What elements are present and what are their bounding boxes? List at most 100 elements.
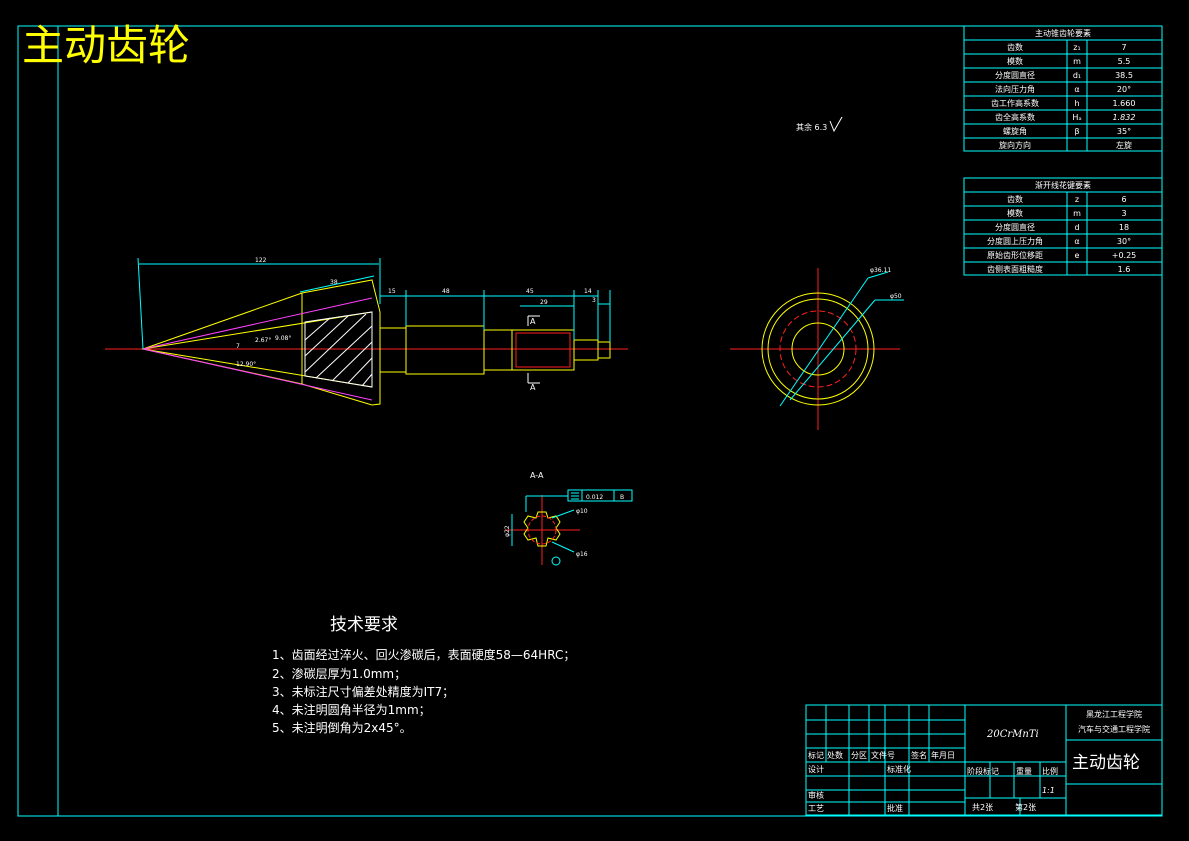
tol-value: 0.012 xyxy=(586,494,603,501)
dim-15: 15 xyxy=(388,288,396,295)
tb-design: 设计 xyxy=(808,764,824,774)
tb-label: 年月日 xyxy=(931,750,955,760)
tech-req-item: 1、齿面经过淬火、回火渗碳后，表面硬度58—64HRC； xyxy=(272,647,575,662)
gear-section-hatch xyxy=(304,311,373,388)
spline-row-value: 3 xyxy=(1121,209,1126,218)
tb-label: 签名 xyxy=(911,750,927,760)
dim-phi-10: φ10 xyxy=(576,508,588,515)
gear-row-symbol: Hₐ xyxy=(1072,113,1081,122)
gear-row-value: 5.5 xyxy=(1118,57,1131,66)
spline-row-label: 分度圆直径 xyxy=(995,222,1035,232)
roughness-note: 其余 6.3 xyxy=(796,116,843,133)
section-mark-bottom: A xyxy=(530,383,536,392)
spline-row-label: 齿数 xyxy=(1007,194,1023,204)
title-block: 20CrMnTi 黑龙江工程学院 汽车与交通工程学院 主动齿轮 标记 处数 分区… xyxy=(805,704,1163,816)
spline-row-label: 原始齿形位移距 xyxy=(987,250,1043,260)
tech-req-heading: 技术要求 xyxy=(330,615,398,635)
tech-req-item: 3、未标注尺寸偏差处精度为IT7； xyxy=(272,684,454,699)
shaft-segment-1 xyxy=(379,327,407,373)
dim-phi-a: φ36.11 xyxy=(870,267,891,274)
tb-weight: 重量 xyxy=(1016,766,1032,776)
gear-row-symbol: h xyxy=(1074,99,1079,108)
school-name: 黑龙江工程学院 xyxy=(1086,709,1142,719)
inner-frame xyxy=(57,25,1163,817)
dim-45: 45 xyxy=(526,288,534,295)
dim-29: 29 xyxy=(540,299,548,306)
spline-row-value: 18 xyxy=(1119,223,1129,232)
gear-row-value: 35° xyxy=(1117,127,1131,136)
tech-req-item: 5、未注明倒角为2x45°。 xyxy=(272,720,412,735)
shaft-segment-3 xyxy=(483,329,513,371)
tb-label: 文件号 xyxy=(871,750,895,760)
spline-row-value: 30° xyxy=(1117,237,1131,246)
gear-row-symbol: β xyxy=(1074,127,1079,136)
section-mark-top: A xyxy=(530,317,536,326)
spline-params-table: 渐开线花键要素 齿数 z 6 模数 m 3 分度圆直径 d 18 分度圆上压力角… xyxy=(963,177,1163,276)
tb-scale: 比例 xyxy=(1042,766,1058,776)
gear-row-label: 旋向方向 xyxy=(999,140,1031,150)
tb-sheet-no: 第2张 xyxy=(1015,802,1036,812)
gear-row-label: 齿工作高系数 xyxy=(991,98,1039,108)
tb-stage: 阶段标记 xyxy=(967,766,999,776)
material: 20CrMnTi xyxy=(986,729,1039,740)
spline-row-symbol: m xyxy=(1073,209,1081,218)
spline-segment xyxy=(511,329,575,371)
roughness-symbol-icon xyxy=(829,116,843,133)
gear-row-value: 左旋 xyxy=(1116,140,1132,150)
dim-14: 14 xyxy=(584,288,592,295)
spline-row-label: 分度圆上压力角 xyxy=(987,236,1043,246)
dim-angle-3: 12.90° xyxy=(236,361,256,368)
sheet-border xyxy=(17,25,1163,817)
tb-sheets-total: 共2张 xyxy=(972,803,993,812)
tb-scale-value: 1:1 xyxy=(1042,786,1055,795)
tech-requirements: 技术要求 1、齿面经过淬火、回火渗碳后，表面硬度58—64HRC； 2、渗碳层厚… xyxy=(272,615,575,735)
gear-row-value: 7 xyxy=(1121,43,1126,52)
dim-phi-22: φ22 xyxy=(504,525,511,537)
dim-phi-b: φ50 xyxy=(890,293,902,300)
gear-row-value: 1.832 xyxy=(1113,113,1136,122)
tech-req-item: 4、未注明圆角半径为1mm； xyxy=(272,702,431,717)
thread-segment xyxy=(573,339,599,361)
gear-row-label: 齿全高系数 xyxy=(995,112,1035,122)
main-view: 122 38 15 48 45 29 14 3 2.67° 9.08° 12.9… xyxy=(105,257,628,406)
dim-angle-4: 7 xyxy=(236,343,240,350)
spline-row-symbol: α xyxy=(1074,237,1079,246)
gear-row-value: 1.660 xyxy=(1113,99,1136,108)
spline-row-symbol: d xyxy=(1074,223,1079,232)
spline-row-symbol: e xyxy=(1075,251,1080,260)
dim-3: 3 xyxy=(592,297,596,304)
tech-req-item: 2、渗碳层厚为1.0mm； xyxy=(272,666,406,681)
gear-params-table: 主动锥齿轮要素 齿数 z₁ 7 模数 m 5.5 分度圆直径 d₁ 38.5 法… xyxy=(963,25,1163,152)
spline-row-value: +0.25 xyxy=(1112,251,1137,260)
section-aa-label: A-A xyxy=(530,471,544,480)
shaft-segment-2 xyxy=(405,325,485,375)
gear-table-header: 主动锥齿轮要素 xyxy=(1035,28,1091,38)
gear-row-label: 齿数 xyxy=(1007,42,1023,52)
gear-row-label: 法向压力角 xyxy=(995,84,1035,94)
dim-48: 48 xyxy=(442,288,450,295)
gear-row-symbol: m xyxy=(1073,57,1081,66)
dim-angle-1: 2.67° xyxy=(255,337,271,344)
tb-process: 工艺 xyxy=(808,804,824,813)
dim-122: 122 xyxy=(255,257,267,264)
gear-row-symbol: d₁ xyxy=(1073,71,1081,80)
gear-row-symbol: z₁ xyxy=(1073,43,1080,52)
spline-row-symbol: z xyxy=(1075,195,1079,204)
spline-table-header: 渐开线花键要素 xyxy=(1035,180,1091,190)
tb-review: 审核 xyxy=(808,790,824,800)
part-name: 主动齿轮 xyxy=(1072,753,1140,773)
tol-datum: B xyxy=(620,494,624,501)
spline-row-value: 6 xyxy=(1121,195,1126,204)
tb-standardize: 标准化 xyxy=(887,764,911,774)
tb-label: 处数 xyxy=(827,750,843,760)
tb-label: 标记 xyxy=(808,750,824,760)
dim-38: 38 xyxy=(330,279,338,286)
dim-phi-16: φ16 xyxy=(576,551,588,558)
dim-angle-2: 9.08° xyxy=(275,335,291,342)
roughness-note-text: 其余 6.3 xyxy=(796,122,827,132)
drawing-title: 主动齿轮 xyxy=(22,21,190,70)
gear-row-label: 模数 xyxy=(1007,56,1023,66)
gear-row-value: 38.5 xyxy=(1115,71,1133,80)
tb-approve: 批准 xyxy=(887,803,903,813)
